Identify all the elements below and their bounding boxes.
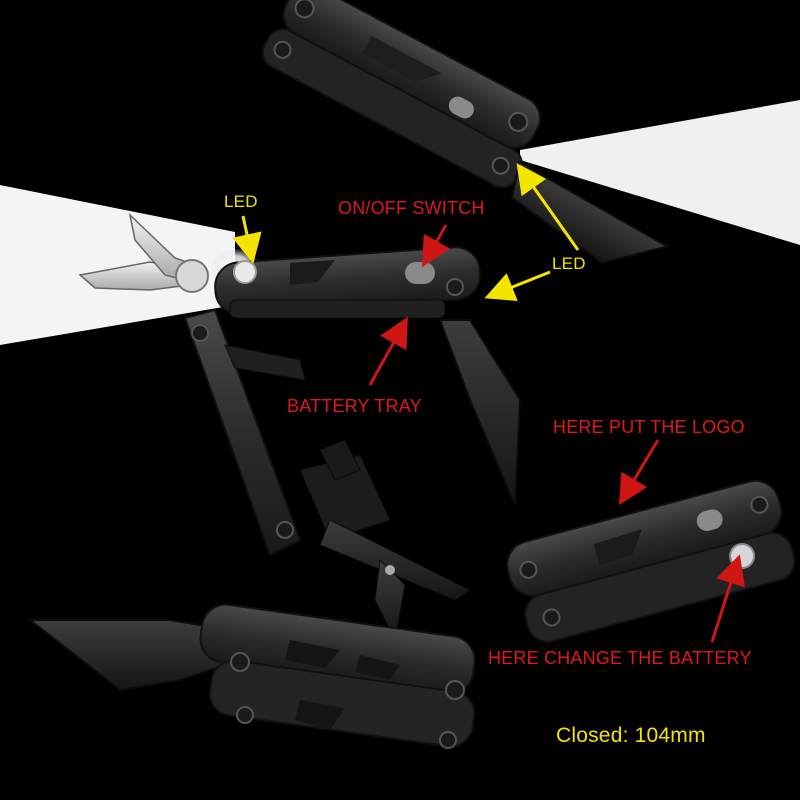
multitool-top (261, 0, 670, 264)
multitool-right (506, 479, 796, 643)
label-on-off-switch: ON/OFF SWITCH (338, 198, 485, 218)
label-closed-size: Closed: 104mm (556, 724, 706, 747)
arrow-change-battery (710, 554, 746, 643)
light-beam-top-right (520, 100, 800, 245)
light-beam-left (0, 185, 235, 345)
arrow-battery-tray (368, 316, 408, 386)
label-led-right: LED (552, 254, 586, 273)
label-change-battery: HERE CHANGE THE BATTERY (488, 648, 752, 668)
arrow-led-right-to-top (516, 163, 580, 251)
label-battery-tray: BATTERY TRAY (287, 396, 422, 416)
arrow-led-right-to-center (484, 270, 551, 302)
multitool-center (78, 212, 522, 642)
multitool-bottom (27, 603, 476, 749)
label-led-left: LED (224, 192, 258, 211)
label-logo-area: HERE PUT THE LOGO (553, 417, 745, 437)
callout-arrows (232, 163, 746, 643)
arrow-led-left (232, 215, 262, 264)
led-light-beams (0, 100, 800, 345)
arrow-on-off-switch (422, 224, 450, 268)
arrow-logo-area (618, 439, 660, 506)
